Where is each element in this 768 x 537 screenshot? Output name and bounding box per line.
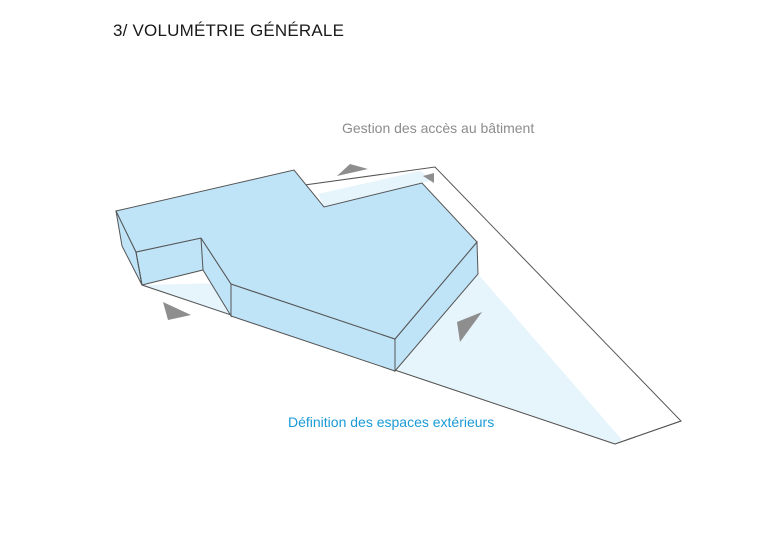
access-management-label: Gestion des accès au bâtiment (342, 120, 535, 136)
exterior-ground-back (318, 171, 434, 207)
building-edge (135, 251, 143, 286)
access-arrow-right (457, 312, 482, 342)
exterior-ground-front (142, 274, 622, 444)
access-arrow-left (163, 302, 191, 320)
access-arrow-corner (423, 173, 434, 183)
building-roof (115, 169, 478, 340)
page-title: 3/ VOLUMÉTRIE GÉNÉRALE (113, 21, 345, 40)
access-arrow-top (337, 164, 368, 176)
building-edge (200, 237, 204, 271)
outdoor-spaces-label: Définition des espaces extérieurs (288, 414, 495, 430)
